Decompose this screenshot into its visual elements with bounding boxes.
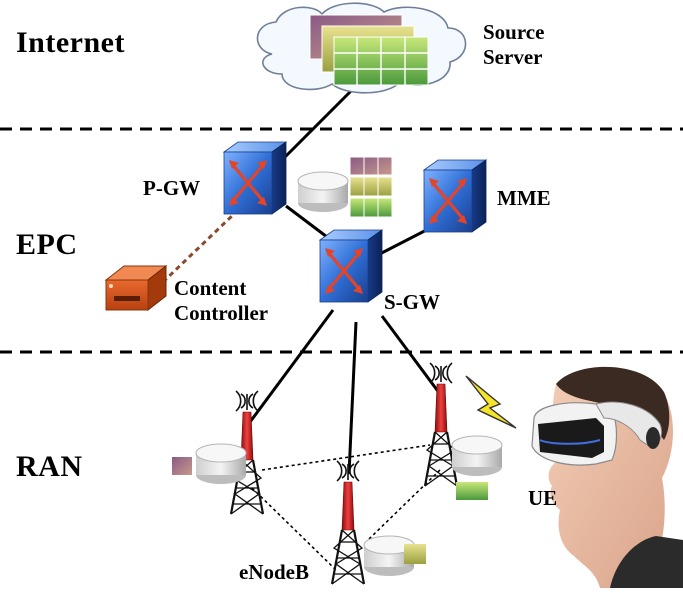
content-controller-icon xyxy=(104,264,168,312)
sgw-switch-icon xyxy=(318,228,384,304)
enodeb-tower-2-icon xyxy=(330,459,366,586)
ran-cache-3-icon xyxy=(451,435,503,477)
content-controller-label: Content Controller xyxy=(174,276,268,326)
ue-vr-user-icon xyxy=(531,366,683,588)
pgw-label: P-GW xyxy=(143,176,201,200)
link-sgw-enb1 xyxy=(248,309,335,423)
ran-cache-1-icon xyxy=(195,443,247,485)
ran-cache-2-content xyxy=(404,544,426,564)
source-server-label-line2: Server xyxy=(483,45,543,69)
source-server-label: Source Server xyxy=(483,20,544,70)
content-controller-label-line2: Controller xyxy=(174,301,269,325)
content-controller-label-line1: Content xyxy=(174,276,247,300)
link-sgw-enb3 xyxy=(380,315,442,395)
control-link xyxy=(161,212,236,284)
pgw-switch-icon xyxy=(222,140,288,216)
link-sgw-enb2 xyxy=(347,321,358,475)
ue-label: UE xyxy=(528,486,558,510)
ran-cache-3-content xyxy=(456,482,488,500)
epc-cached-content xyxy=(349,156,393,218)
enodeb-label: eNodeB xyxy=(239,560,309,584)
epc-cache-icon xyxy=(297,171,349,213)
zone-label-epc: EPC xyxy=(16,228,78,261)
ran-cache-1-content xyxy=(172,457,192,475)
source-content-stack xyxy=(309,14,429,86)
zone-label-ran: RAN xyxy=(16,450,83,483)
source-server-label-line1: Source xyxy=(483,20,545,44)
zone-label-internet: Internet xyxy=(16,26,125,59)
wireless-link-icon xyxy=(465,375,517,429)
x2-links xyxy=(251,444,441,571)
link-server-pgw xyxy=(279,82,360,163)
mme-label: MME xyxy=(497,186,551,210)
sgw-label: S-GW xyxy=(384,290,441,314)
mme-switch-icon xyxy=(422,158,488,234)
internet-cloud xyxy=(256,2,467,94)
